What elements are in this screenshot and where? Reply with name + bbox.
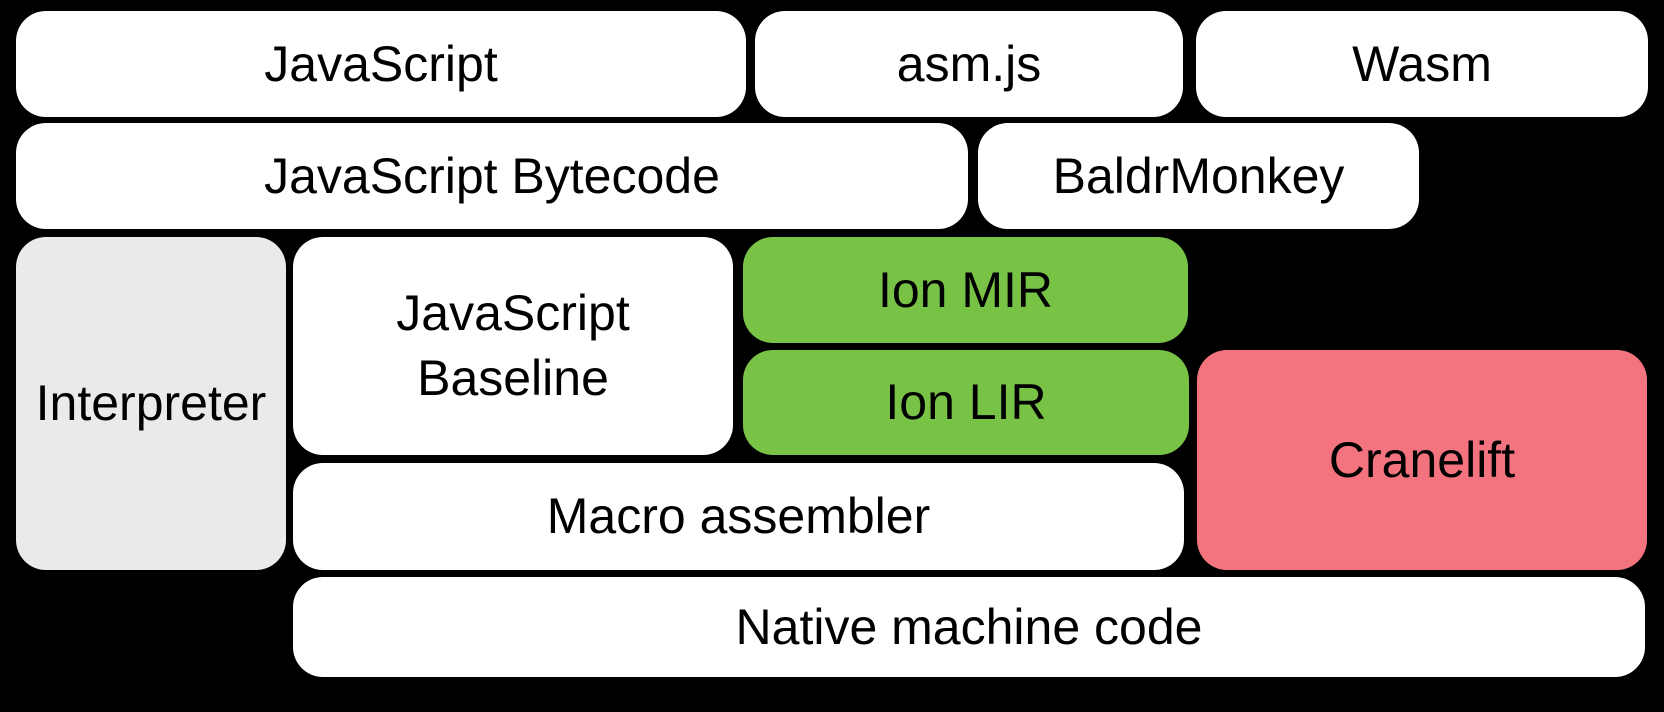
- baldrmonkey-box: BaldrMonkey: [978, 123, 1419, 229]
- javascript-baseline-box: JavaScript Baseline: [293, 237, 733, 455]
- asmjs-box: asm.js: [755, 11, 1183, 117]
- javascript-baseline-label: JavaScript Baseline: [396, 281, 629, 411]
- wasm-box: Wasm: [1196, 11, 1648, 117]
- javascript-bytecode-label: JavaScript Bytecode: [264, 147, 720, 204]
- interpreter-label: Interpreter: [35, 375, 267, 431]
- macro-assembler-label: Macro assembler: [546, 488, 931, 544]
- javascript-label: JavaScript: [264, 35, 498, 92]
- ion-mir-label: Ion MIR: [877, 261, 1054, 318]
- cranelift-box: Cranelift: [1197, 350, 1647, 570]
- baldrmonkey-label: BaldrMonkey: [1052, 147, 1345, 204]
- javascript-baseline-line1: JavaScript: [396, 285, 630, 341]
- macro-assembler-box: Macro assembler: [293, 463, 1184, 570]
- ion-lir-box: Ion LIR: [743, 350, 1189, 455]
- javascript-box: JavaScript: [16, 11, 746, 117]
- ion-mir-box: Ion MIR: [743, 237, 1188, 343]
- interpreter-box: Interpreter: [16, 237, 286, 570]
- javascript-bytecode-box: JavaScript Bytecode: [16, 123, 968, 229]
- cranelift-label: Cranelift: [1328, 431, 1516, 488]
- native-machine-code-box: Native machine code: [293, 577, 1645, 677]
- ion-lir-label: Ion LIR: [885, 374, 1047, 430]
- asmjs-label: asm.js: [896, 35, 1042, 92]
- native-machine-code-label: Native machine code: [735, 598, 1203, 655]
- javascript-baseline-line2: Baseline: [417, 350, 609, 406]
- wasm-label: Wasm: [1352, 35, 1492, 92]
